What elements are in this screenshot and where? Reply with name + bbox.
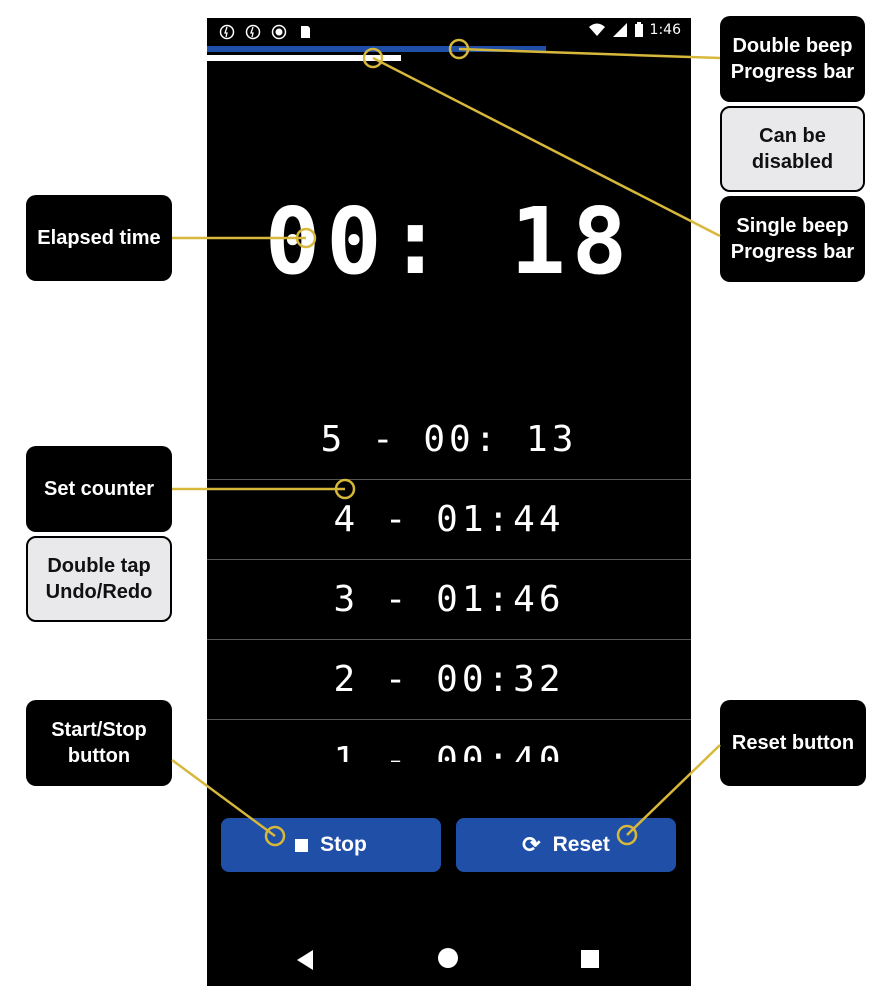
stop-button[interactable]: Stop [221,818,441,872]
battery-icon [634,22,643,37]
callout-text: Can be disabled [751,125,834,173]
double-beep-progress-bar [207,46,546,52]
set-row[interactable]: 2 - 00:32 [207,640,691,720]
recent-square-icon[interactable] [581,950,599,968]
set-row[interactable]: 1 - 00:40 [333,739,565,763]
callout-can-be-disabled: Can be disabled [720,106,865,192]
bolt-circle-icon [245,24,261,40]
callout-elapsed-time: Elapsed time [26,195,172,281]
callout-text: Start/Stop button [51,719,147,767]
callout-text: Set counter [43,478,155,500]
callout-set-counter: Set counter [26,446,172,532]
cell-signal-icon [612,23,627,37]
clock: 1:46 [649,22,681,38]
reset-button[interactable]: ⟳ Reset [456,818,676,872]
back-triangle-icon[interactable] [297,950,313,970]
stop-square-icon [295,838,309,852]
callout-double-tap: Double tap Undo/Redo [26,536,172,622]
navigation-bar [207,936,691,986]
bolt-circle-icon [219,24,235,40]
set-counter-list[interactable]: 5 - 00: 13 4 - 01:44 3 - 01:46 2 - 00:32… [207,400,691,762]
callout-single-beep: Single beep Progress bar [720,196,865,282]
app-screen: 1:46 00: 18 5 - 00: 13 4 - 01:44 3 - 01:… [207,18,691,986]
callout-text: Reset button [731,732,855,754]
callout-text: Elapsed time [37,227,161,249]
single-beep-progress-bar [207,55,401,61]
callout-start-stop: Start/Stop button [26,700,172,786]
home-circle-icon[interactable] [438,948,458,968]
record-icon [271,24,287,40]
stop-button-label: Stop [320,833,367,856]
sd-card-icon [301,26,310,38]
callout-text: Single beep Progress bar [730,215,855,263]
callout-reset-button: Reset button [720,700,866,786]
set-row[interactable]: 4 - 01:44 [207,480,691,560]
callout-double-beep: Double beep Progress bar [720,16,865,102]
refresh-icon: ⟳ [522,832,541,857]
set-row[interactable]: 3 - 01:46 [207,560,691,640]
wifi-icon [588,23,605,36]
elapsed-time-display: 00: 18 [264,188,634,295]
status-bar: 1:46 [207,18,691,46]
set-row[interactable]: 5 - 00: 13 [207,400,691,480]
callout-text: Double beep Progress bar [730,35,855,83]
reset-button-label: Reset [552,833,610,856]
callout-text: Double tap Undo/Redo [45,555,153,603]
